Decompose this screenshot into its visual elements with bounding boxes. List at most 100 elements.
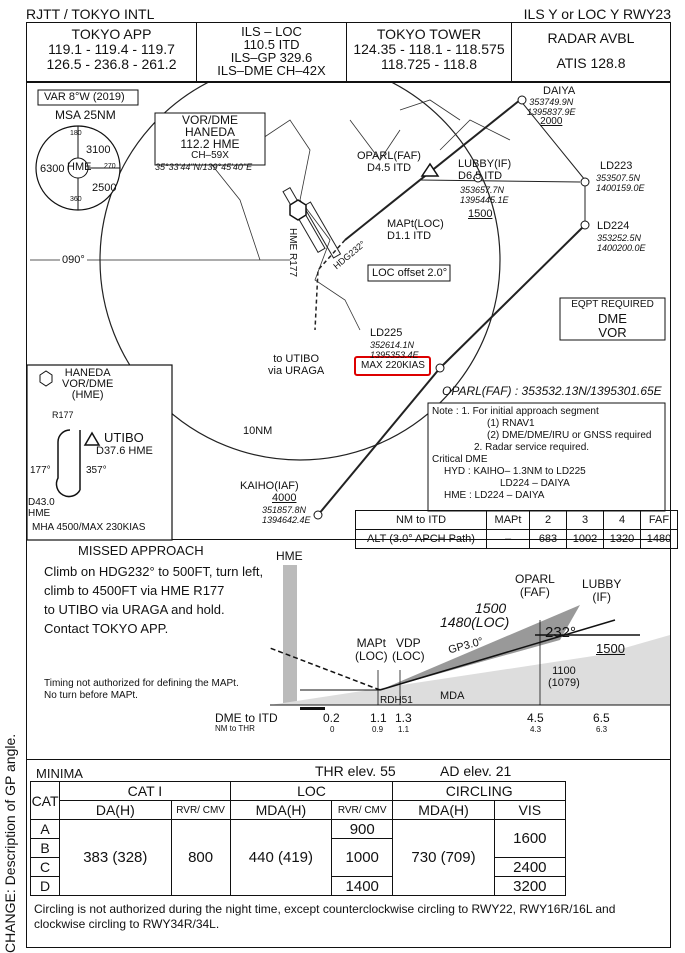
vor-coordinates: 35°33'44"N/139°45'40"E	[155, 162, 253, 172]
hme-vor-symbol	[289, 199, 307, 221]
utibo-label: UTIBO	[104, 430, 144, 445]
kaiho-alt: 4000	[272, 492, 297, 504]
daiya-coords: 353749.9N 1395837.9E 2000	[527, 97, 576, 127]
d430-value: D43.0	[28, 497, 55, 508]
lubby-label: LUBBY(IF)	[458, 158, 512, 170]
var-box	[37, 89, 139, 106]
cat-header: CAT	[29, 781, 61, 820]
opar-fix	[420, 162, 440, 177]
hme-column	[283, 565, 297, 705]
app-freq-2: 126.5 - 236.8 - 261.2	[46, 56, 177, 72]
runway	[302, 201, 342, 259]
ils-label: ILS – LOC	[241, 24, 302, 39]
daiya-alt: 2000	[540, 116, 563, 127]
thr-value: 1.1	[398, 725, 410, 734]
profile-mapt-name: MAPt	[356, 636, 386, 650]
profile-lubby: LUBBY (IF)	[582, 578, 621, 604]
minima-section	[26, 760, 671, 948]
daiya-lon: 1395837.9E	[527, 107, 576, 117]
profile-rdh: RDH51	[380, 695, 413, 706]
missed-line: climb to 4500FT via HME R177	[44, 583, 225, 598]
to-utibo: to UTIBO via URAGA	[268, 353, 324, 377]
change-note: CHANGE: Description of GP angle.	[2, 733, 18, 953]
utibo-distance: D37.6 HME	[96, 445, 153, 457]
alt-cell: 1320	[603, 529, 641, 549]
profile-1100: 1100	[552, 665, 576, 677]
msa-180: 180	[70, 130, 82, 137]
missed-line: Contact TOKYO APP.	[44, 621, 169, 636]
loc-offset-label: LOC offset 2.0°	[372, 267, 448, 279]
ld223-label: LD223	[600, 160, 633, 172]
radar-label: RADAR AVBL	[547, 30, 635, 46]
alt-cell: 1480	[640, 529, 678, 549]
daiya-fix	[517, 95, 527, 105]
da-header: DA(H)	[59, 800, 172, 820]
rvr-value: 800	[170, 819, 231, 896]
utibo-fix	[83, 431, 101, 446]
kaiho-ld225-track	[317, 367, 441, 516]
cat-row: D	[29, 876, 61, 896]
daiya-label: DAIYA	[543, 85, 576, 97]
ld224-lat: 353252.5N	[597, 233, 642, 243]
holding-pattern	[55, 429, 81, 498]
msa-270: 270	[104, 163, 116, 170]
profile-alt-1100: 1100 (1079)	[548, 665, 580, 689]
vor-freq: 112.2 HME	[180, 137, 240, 151]
thr-value: 4.3	[530, 725, 542, 734]
ils-line-3: ILS–DME CH–42X	[217, 63, 326, 78]
thr-value: 6.3	[596, 725, 608, 734]
chart-procedure-title: ILS Y or LOC Y RWY23	[523, 6, 671, 22]
daiya-lat: 353749.9N	[529, 97, 574, 107]
kaiho-lat: 351857.8N	[262, 505, 307, 515]
missed-line: Climb on HDG232° to 500FT, turn left,	[44, 564, 264, 579]
msa-value-6300: 6300	[40, 163, 65, 175]
ld225-lat: 352614.1N	[370, 340, 415, 350]
lubby-coords: 353657.7N 1395445.1E	[460, 185, 509, 205]
ld223-lat: 353507.5N	[596, 173, 641, 183]
profile-opar: OPARL (FAF)	[515, 573, 555, 599]
hold-vor-symbol	[39, 370, 53, 387]
radial-090-label: 090°	[60, 254, 87, 266]
eqpt-title: EQPT REQUIRED	[571, 299, 654, 310]
mda-circ-header: MDA(H)	[392, 800, 495, 820]
ils-line-1: 110.5 ITD	[243, 37, 300, 52]
loc-rvr-bc: 1000	[331, 838, 394, 877]
ils-line-2: ILS–GP 329.6	[230, 50, 313, 65]
tower-frequencies: TOKYO TOWER 124.35 - 118.1 - 118.575 118…	[347, 23, 512, 81]
to-utibo-line1: to UTIBO	[273, 353, 320, 365]
dme-value: 1.1	[370, 711, 387, 725]
opar-distance: D4.5 ITD	[367, 162, 412, 174]
ld225-fix	[435, 363, 445, 373]
note-line: (2) DME/DME/IRU or GNSS required	[487, 430, 652, 441]
course-177: 177°	[30, 465, 51, 476]
daiya-ld223-track	[519, 99, 586, 181]
dme-value: 0.2	[323, 711, 340, 725]
ld223-lon: 1400159.0E	[596, 183, 645, 193]
mda-header: MDA(H)	[229, 800, 333, 820]
cat1-header: CAT I	[59, 781, 231, 801]
radar-atis: RADAR AVBL ATIS 128.8	[512, 23, 670, 81]
thr-value: 0.9	[372, 725, 384, 734]
vor-info-box	[154, 112, 266, 166]
rvr-loc-header: RVR/ CMV	[331, 800, 394, 820]
missed-line: to UTIBO via URAGA and hold.	[44, 602, 225, 617]
ld224-coords: 353252.5N 1400200.0E	[597, 233, 646, 253]
vis-c: 2400	[493, 857, 567, 877]
plan-view	[26, 82, 671, 540]
note-line: Note : 1. For initial approach segment	[432, 406, 599, 417]
note-line: HYD : KAIHO– 1.3NM to LD225	[444, 466, 586, 477]
terrain-shade	[270, 635, 670, 705]
glide-path	[379, 619, 616, 691]
loc-offset-box	[367, 264, 451, 282]
hme-r177-label: HME R177	[287, 228, 298, 277]
ld224-ld225-track	[439, 224, 586, 369]
circ-mda-value: 730 (709)	[392, 819, 495, 896]
ils-frequencies: ILS – LOC 110.5 ITD ILS–GP 329.6 ILS–DME…	[197, 23, 347, 81]
r177-label: R177	[52, 410, 74, 420]
loc-rvr-d: 1400	[331, 876, 394, 896]
dme-label: DME to ITD	[215, 711, 278, 725]
circling-note: Circling is not authorized during the ni…	[34, 902, 616, 931]
vis-header: VIS	[493, 800, 567, 820]
